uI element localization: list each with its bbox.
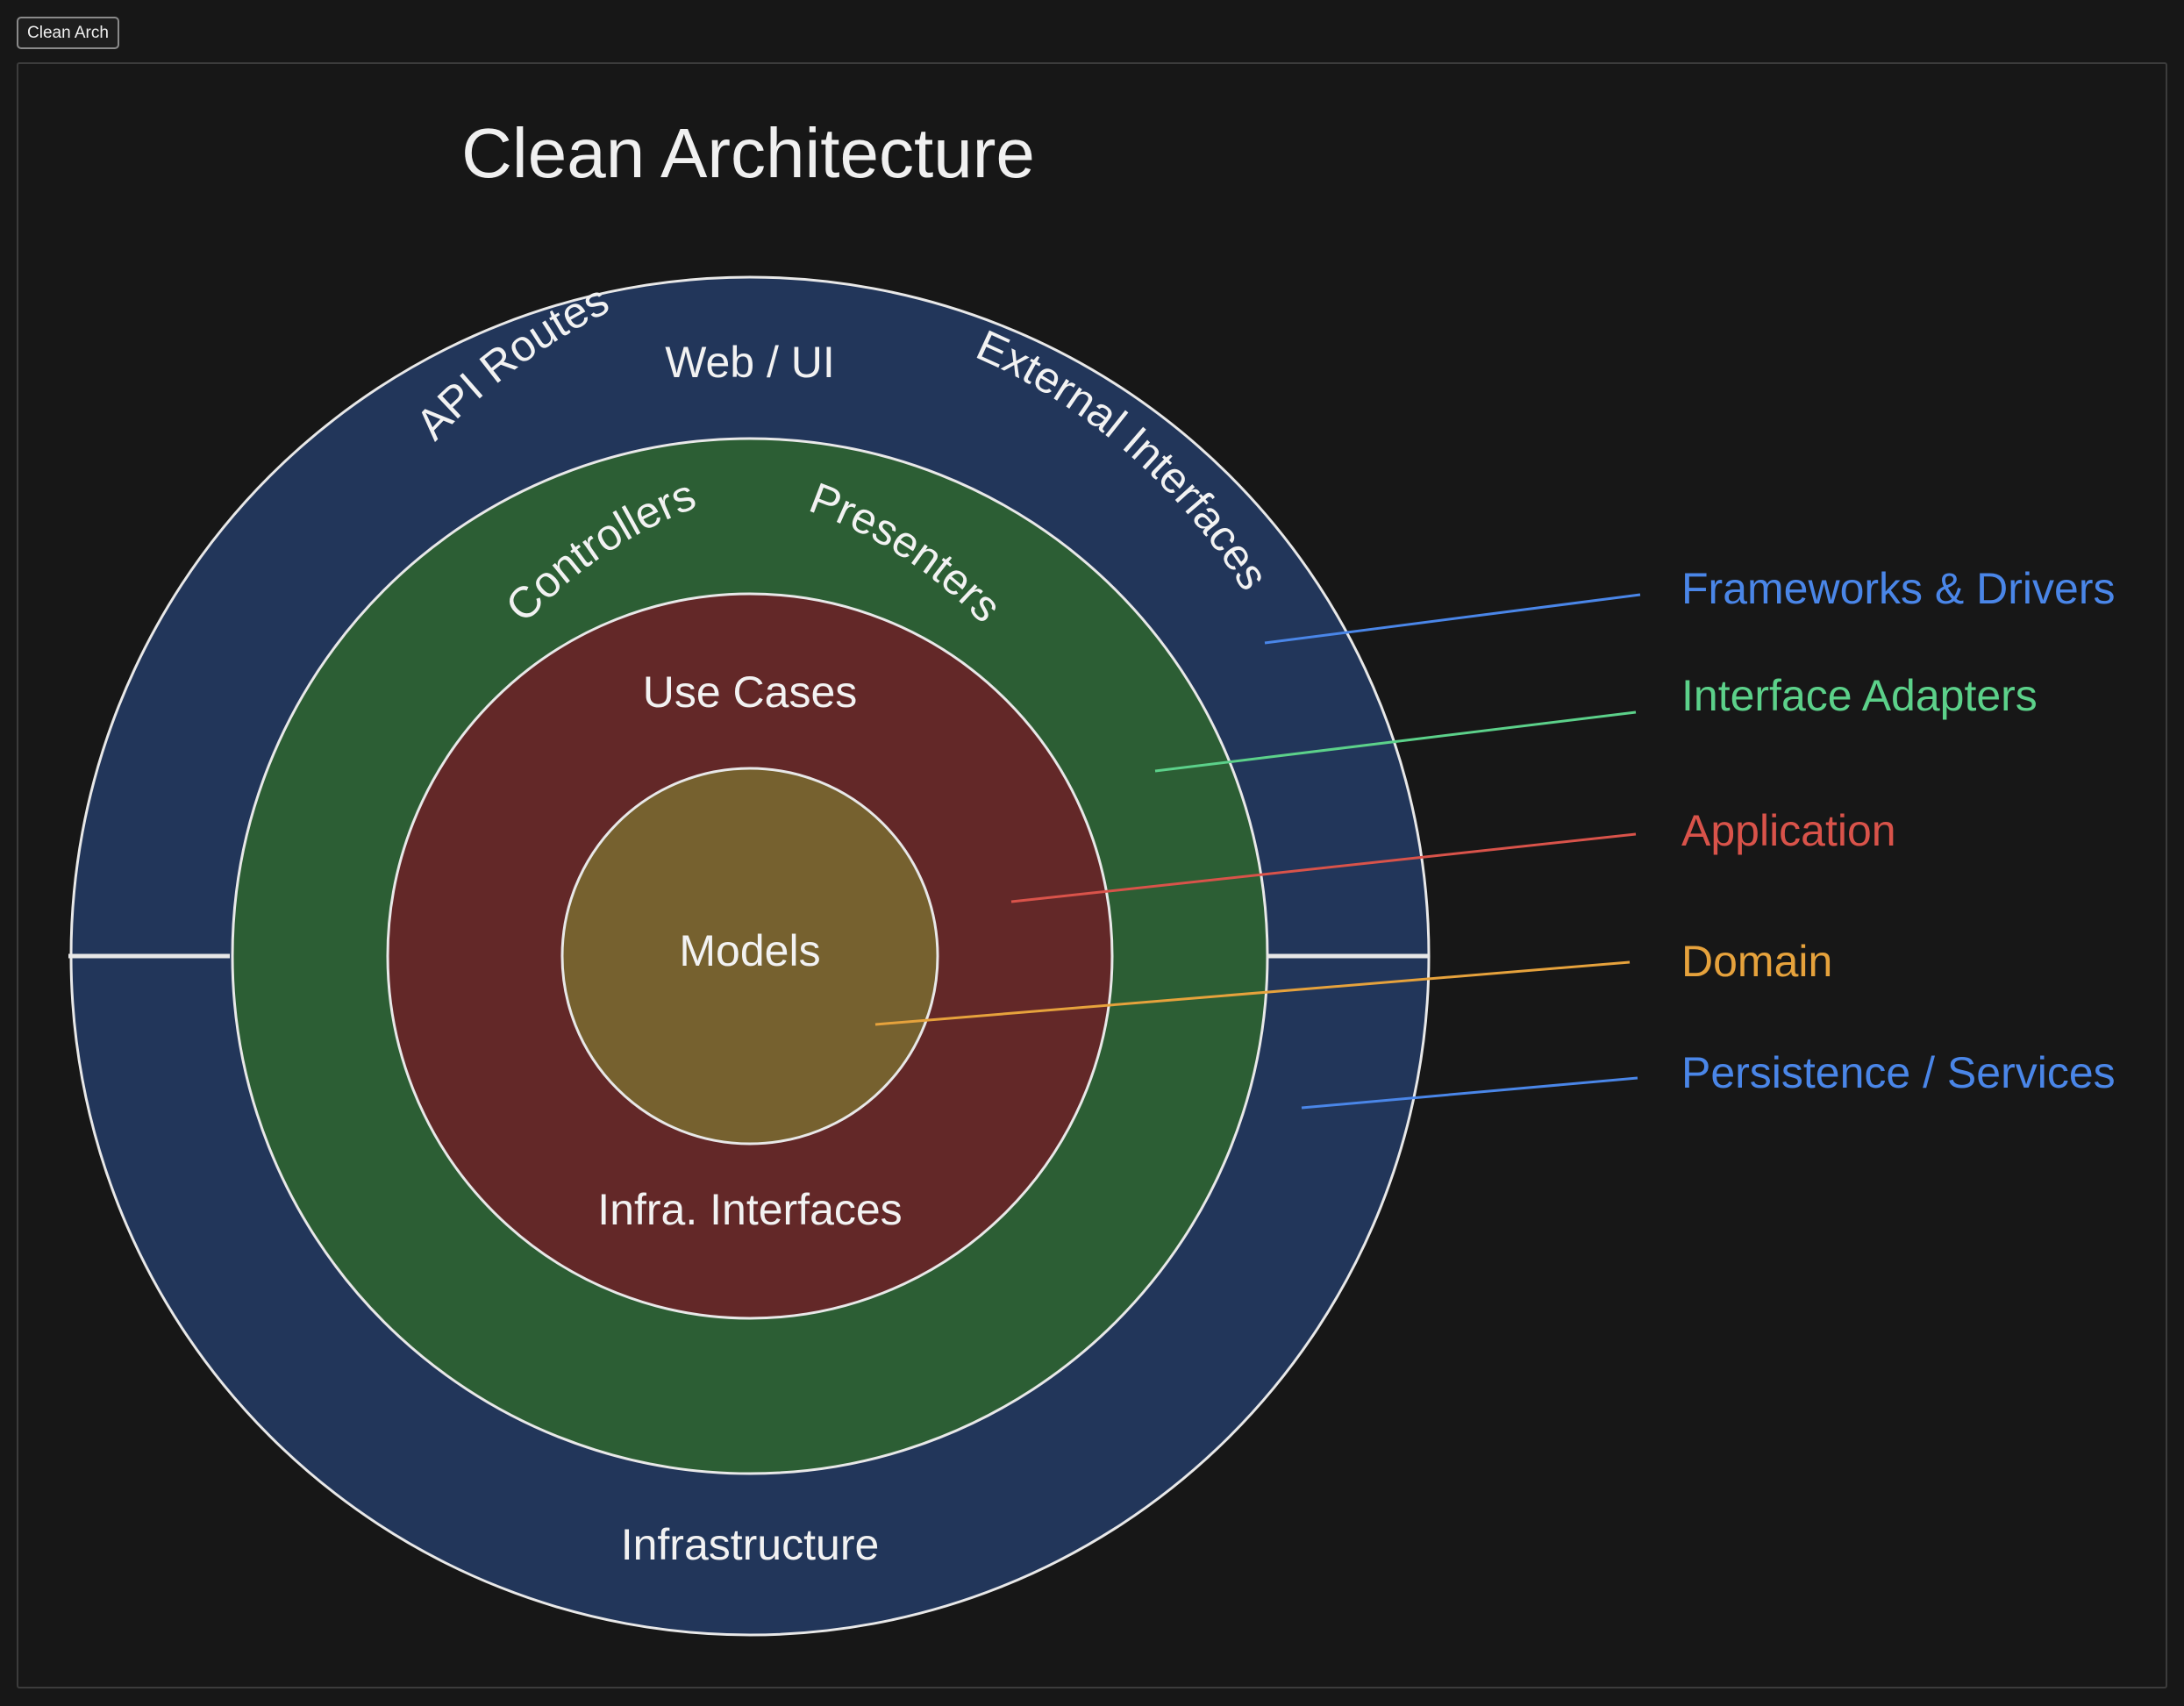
ring-label-infrastructure: Infrastructure — [621, 1520, 880, 1569]
tab-clean-arch[interactable]: Clean Arch — [17, 17, 119, 49]
leader-line-interface-adapters — [1154, 710, 1637, 773]
legend-interface-adapters: Interface Adapters — [1681, 671, 2038, 720]
ring-domain — [560, 767, 939, 1146]
legend-frameworks-drivers: Frameworks & Drivers — [1681, 564, 2115, 613]
leader-line-domain — [874, 960, 1631, 1026]
ring-label-use-cases: Use Cases — [643, 667, 858, 717]
leader-line-frameworks-drivers — [1264, 593, 1641, 645]
diagram-title: Clean Architecture — [461, 114, 1035, 192]
legend-application: Application — [1681, 806, 1896, 855]
ring-label-infra-interfaces: Infra. Interfaces — [597, 1185, 902, 1234]
leader-line-persistence-services — [1301, 1076, 1638, 1110]
leader-line-application — [1010, 832, 1637, 903]
ring-label-web-ui: Web / UI — [665, 338, 835, 387]
legend-domain: Domain — [1681, 937, 1832, 986]
legend-persistence-services: Persistence / Services — [1681, 1048, 2116, 1097]
ring-label-models: Models — [679, 926, 820, 975]
